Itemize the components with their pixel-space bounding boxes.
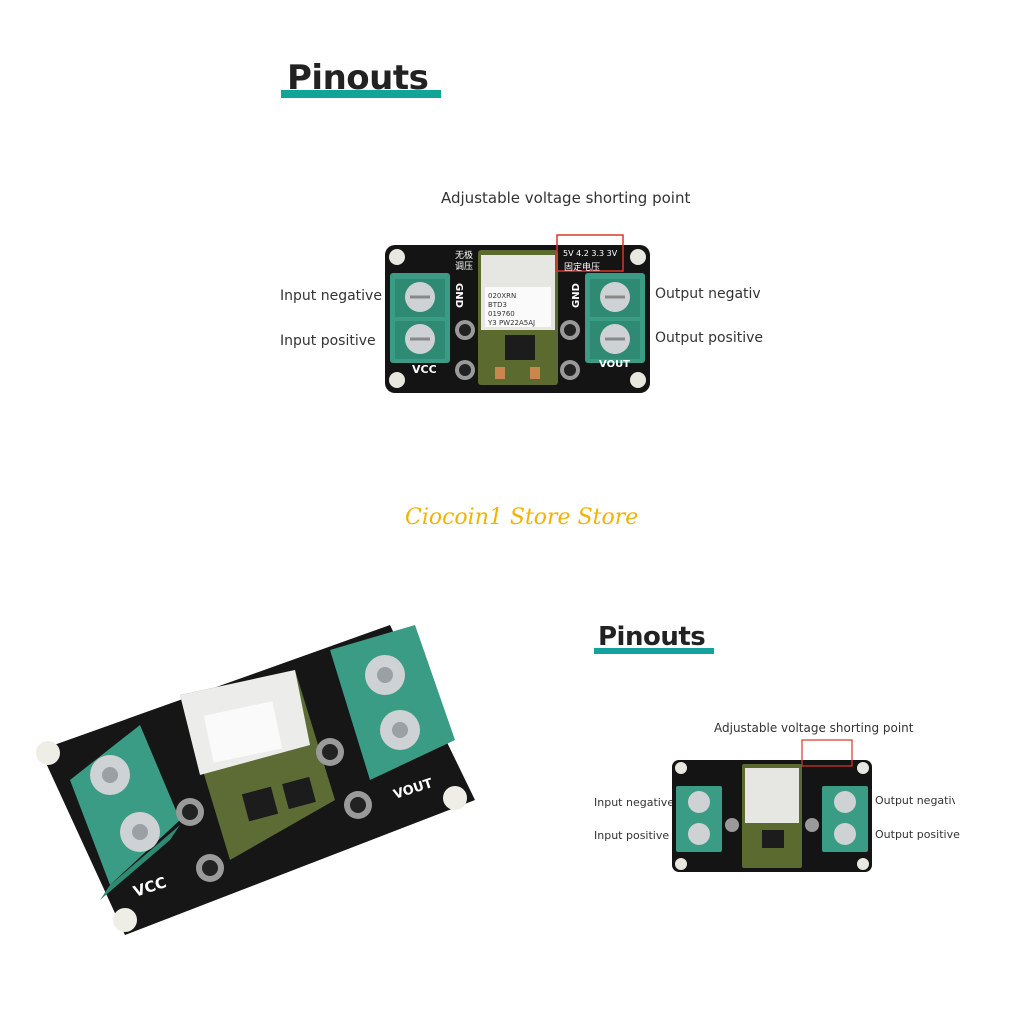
top-label-output-positive: Output positive bbox=[655, 330, 763, 346]
chip-line: BTD3 bbox=[488, 301, 507, 309]
chip-line: 020XRN bbox=[488, 292, 517, 300]
top-chip-label: 020XRN BTD3 019760 Y3 PW22A5AJ bbox=[488, 292, 535, 328]
bottom-title-underline bbox=[594, 648, 714, 654]
top-board-image bbox=[385, 234, 650, 393]
bottom-pinouts-title: Pinouts bbox=[598, 622, 706, 652]
bottom-label-input-positive: Input positive bbox=[594, 829, 670, 842]
top-title-underline bbox=[281, 90, 441, 98]
store-watermark: Ciocoin1 Store Store bbox=[405, 505, 639, 530]
chip-line: 019760 bbox=[488, 310, 515, 318]
top-board-gnd-left: GND bbox=[452, 283, 464, 308]
top-board-gnd-right: GND bbox=[570, 283, 582, 308]
top-board-chinese-top: 无极调压 bbox=[455, 251, 474, 272]
top-board-chinese-fixed: 固定电压 bbox=[564, 263, 601, 273]
top-label-input-positive: Input positive bbox=[280, 333, 376, 349]
top-callout-label: Adjustable voltage shorting point bbox=[441, 189, 691, 207]
top-label-input-negative: Input negative bbox=[280, 288, 382, 304]
top-board-voltage-marks: 5V 4.2 3.3 3V bbox=[563, 249, 618, 258]
top-label-output-negative: Output negative bbox=[655, 286, 760, 302]
top-board-vout: VOUT bbox=[599, 359, 631, 370]
top-board-vcc: VCC bbox=[412, 363, 437, 376]
bottom-board-photo bbox=[36, 625, 475, 935]
bottom-small-board-image bbox=[672, 739, 872, 872]
bottom-label-output-positive: Output positive bbox=[875, 828, 960, 841]
bottom-callout-label: Adjustable voltage shorting point bbox=[714, 721, 914, 735]
bottom-label-input-negative: Input negative bbox=[594, 796, 675, 809]
chip-line: Y3 PW22A5AJ bbox=[488, 319, 536, 327]
bottom-label-output-negative: Output negative bbox=[875, 794, 955, 807]
